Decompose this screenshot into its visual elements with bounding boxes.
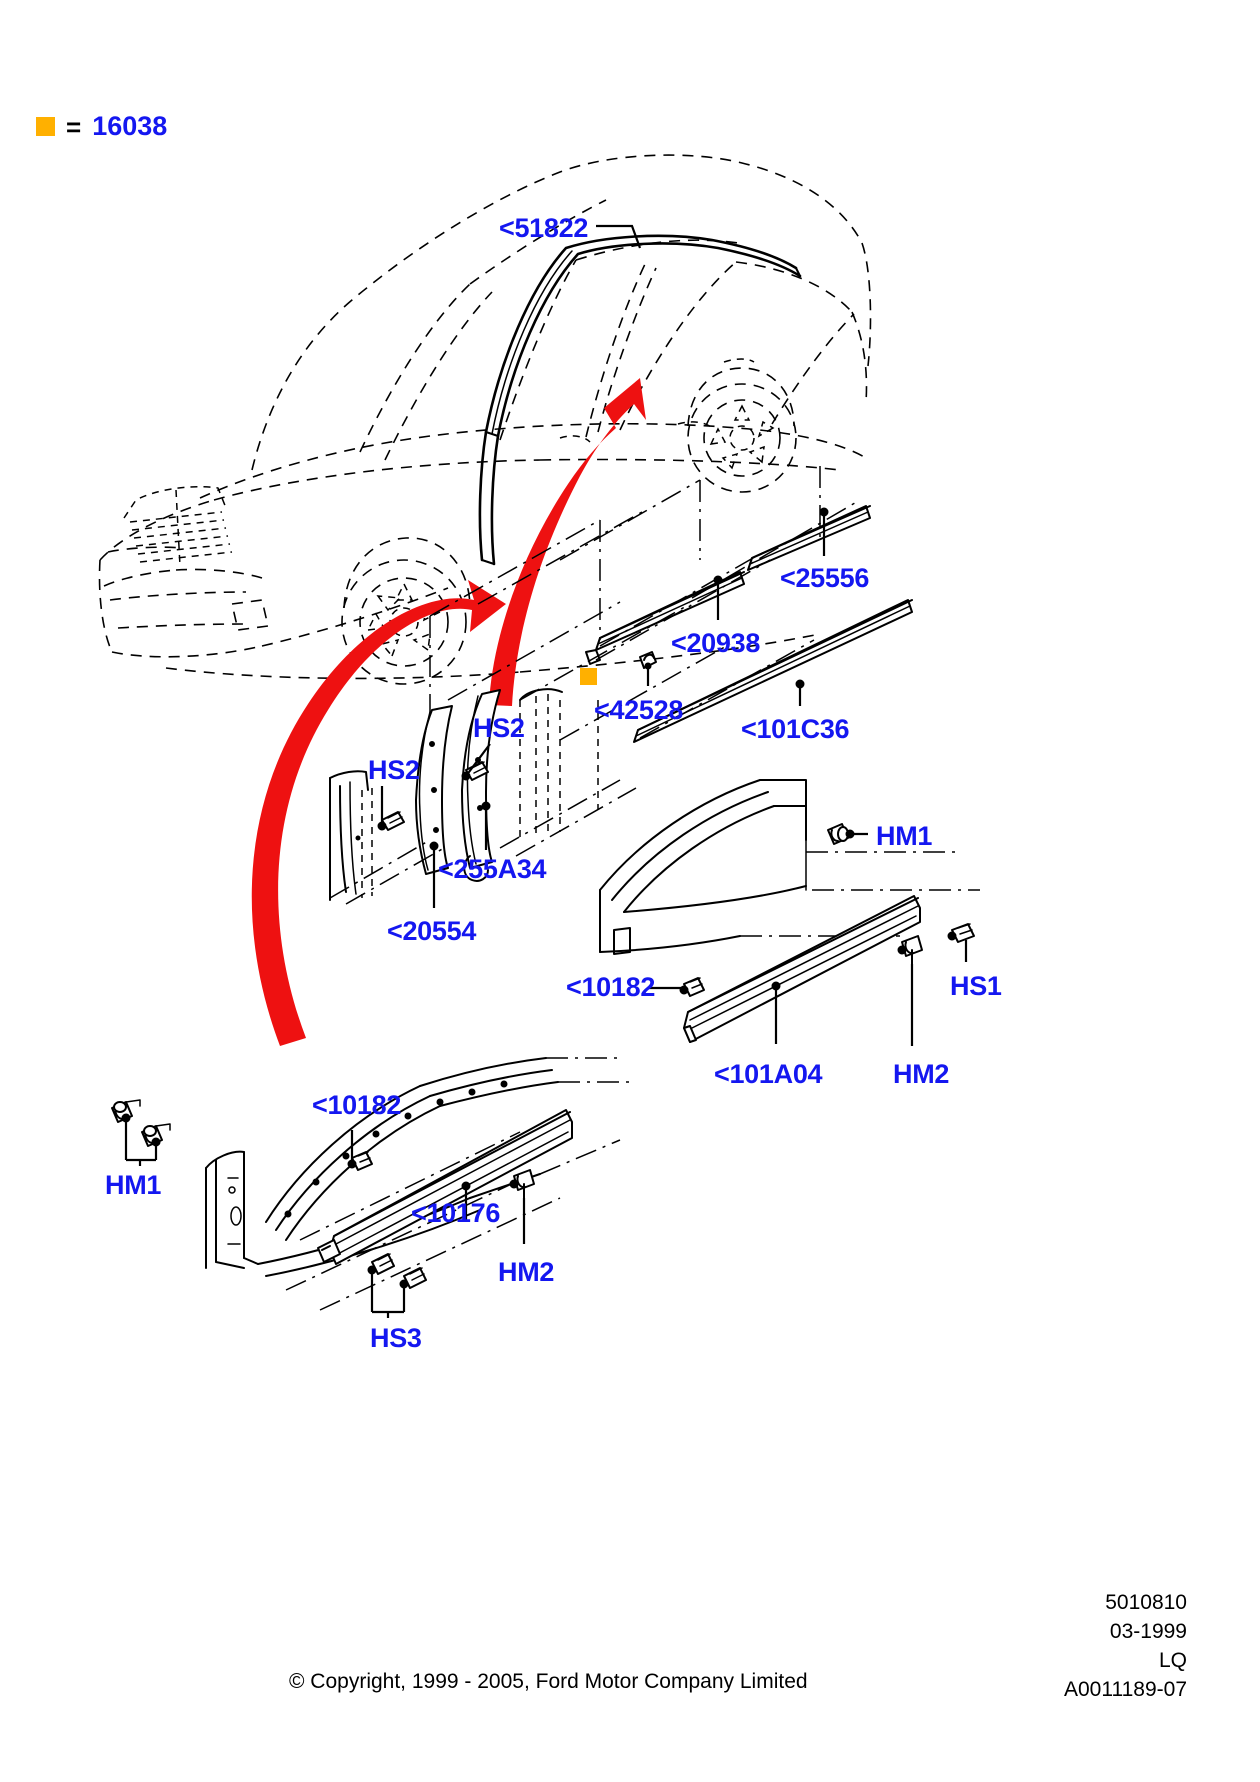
doc-number: 5010810 (1105, 1591, 1187, 1614)
legend: = 16038 (36, 113, 167, 140)
callout-25556[interactable]: <25556 (780, 563, 870, 593)
callout-101C36[interactable]: <101C36 (741, 714, 850, 744)
assembly-direction-arrows (251, 378, 646, 1046)
callout-10176[interactable]: <10176 (411, 1198, 501, 1228)
fastener-hm1-left-b (141, 1123, 171, 1160)
copyright-notice: © Copyright, 1999 - 2005, Ford Motor Com… (289, 1670, 808, 1693)
callout-42528[interactable]: <42528 (594, 695, 684, 725)
fastener-hs3-b (399, 1267, 427, 1312)
legend-part-code: 16038 (92, 111, 168, 141)
fastener-hs2-left (377, 786, 405, 831)
fastener-10182-right (648, 977, 705, 997)
fastener-hm2-left (509, 1169, 535, 1244)
callout-20938[interactable]: <20938 (671, 628, 761, 658)
part-20554-pillar-applique (415, 705, 453, 875)
fastener-10182-left (347, 1130, 373, 1171)
part-255A34-pillar-trim (461, 689, 501, 882)
callout-hs2-left[interactable]: HS2 (368, 755, 420, 785)
fastener-hm2-right (897, 935, 923, 1046)
callout-255A34[interactable]: <255A34 (438, 854, 547, 884)
callout-10182-left[interactable]: <10182 (312, 1090, 402, 1120)
callout-10182-right[interactable]: <10182 (566, 972, 656, 1002)
vehicle-ghost-outline (98, 154, 872, 685)
callout-hm1-left[interactable]: HM1 (105, 1170, 162, 1200)
ghost-rocker-body-right (599, 779, 980, 955)
callout-hm1-right[interactable]: HM1 (876, 821, 933, 851)
callout-hm2-left[interactable]: HM2 (498, 1257, 555, 1287)
part-25556-belt-molding (747, 505, 871, 571)
legend-color-swatch (36, 117, 55, 136)
callout-hs3[interactable]: HS3 (370, 1323, 422, 1353)
callout-hm2-right[interactable]: HM2 (893, 1059, 950, 1089)
legend-equals: = (66, 111, 82, 142)
fastener-hs1 (947, 923, 975, 962)
callout-hs2-right[interactable]: HS2 (473, 713, 525, 743)
leader-lines-pillar (429, 801, 491, 908)
callout-101A04[interactable]: <101A04 (714, 1059, 823, 1089)
leader-lines-upper (596, 224, 829, 706)
leader-101A04 (771, 981, 781, 1044)
doc-ref: A0011189-07 (1064, 1678, 1187, 1701)
leader-10176 (461, 1181, 471, 1222)
fastener-hs3-a (367, 1253, 395, 1312)
part-101A04-rocker-molding (683, 895, 921, 1043)
orange-marker-16038 (580, 668, 597, 685)
ghost-pillar-structure (329, 688, 637, 905)
rear-wheel (687, 367, 797, 493)
fastener-hs2-right (461, 743, 491, 781)
fastener-hm1-right (827, 823, 868, 845)
part-51822-roof-molding (478, 234, 802, 566)
fastener-hm1-left-a (111, 1099, 141, 1160)
callout-20554[interactable]: <20554 (387, 916, 477, 946)
doc-date: 03-1999 (1109, 1620, 1187, 1643)
document-codes: 5010810 03-1999 LQ A0011189-07 (1064, 1588, 1187, 1704)
front-wheel (341, 537, 471, 685)
part-10176-rocker-molding (317, 1109, 573, 1265)
callout-hs1[interactable]: HS1 (950, 971, 1002, 1001)
doc-model: LQ (1158, 1649, 1187, 1672)
part-42528-clip (639, 651, 657, 670)
callout-51822[interactable]: <51822 (499, 213, 589, 243)
